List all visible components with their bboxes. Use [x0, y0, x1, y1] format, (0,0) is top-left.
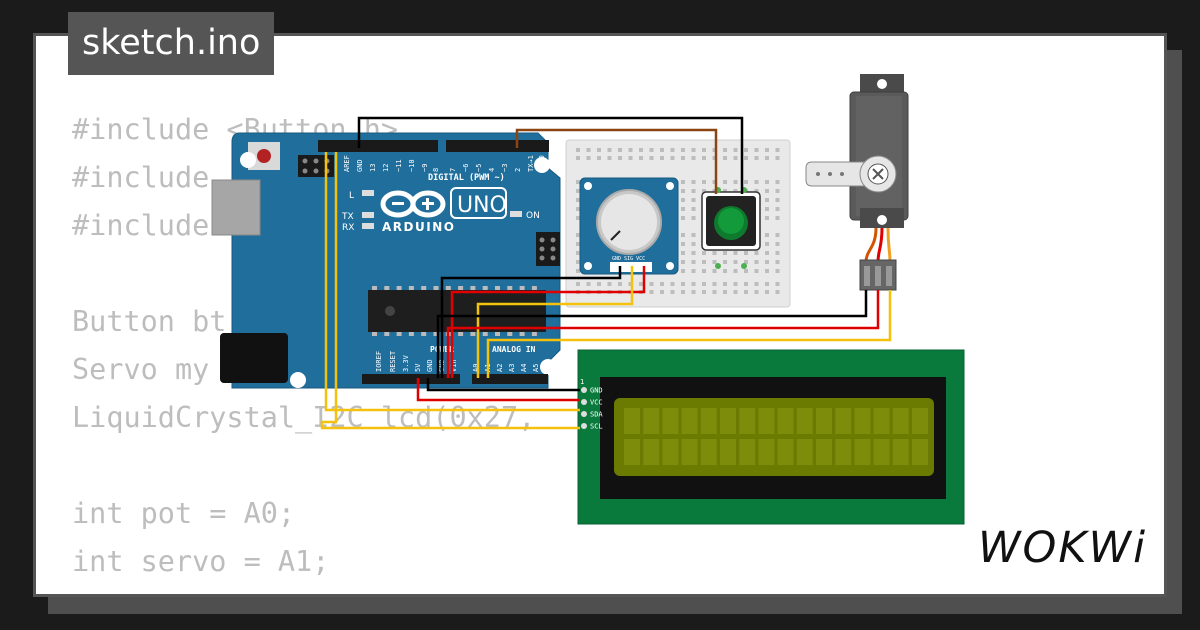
digital-pin-label: ~3: [501, 164, 509, 172]
digital-pin-label: ~5: [475, 164, 483, 172]
analog-pin-label: A4: [520, 364, 528, 372]
code-line: Servo my: [72, 353, 210, 386]
code-line: int servo = A1;: [72, 545, 330, 578]
power-pin-label: Vin: [450, 359, 458, 372]
code-line: #include: [72, 161, 210, 194]
lcd-pin-label: VCC: [590, 399, 603, 407]
code-line: int ...: [72, 586, 535, 594]
led-tx-label: TX: [341, 212, 354, 222]
wire-pot-gnd: [440, 266, 622, 378]
pushbutton[interactable]: [701, 187, 761, 269]
code-line: #include: [72, 209, 210, 242]
wire-servo-signal: [486, 290, 892, 378]
led-rx-label: RX: [342, 223, 354, 233]
lcd-pin-one-marker: 1: [580, 378, 584, 386]
board-model: UNO: [457, 193, 507, 218]
power-pin-label: 5V: [414, 363, 422, 372]
wokwi-logo: WOKWi: [978, 523, 1148, 573]
wire-pot-vcc: [450, 266, 646, 378]
digital-pin-label: ~6: [462, 164, 470, 172]
lcd-i2c-pins: GND VCC SDA SCL: [581, 387, 603, 431]
digital-header-right: [446, 140, 549, 152]
digital-pin-label: GND: [356, 159, 364, 172]
potentiometer-pin-labels: GND SIG VCC: [612, 256, 645, 262]
wire-servo-vcc: [446, 290, 880, 378]
code-line: int pot = A0;: [72, 497, 296, 530]
digital-pin-label: ~11: [395, 159, 403, 172]
analog-header-label: ANALOG IN: [492, 345, 536, 354]
board-brand: ARDUINO: [382, 220, 455, 234]
digital-pin-label: TX→1: [527, 155, 535, 172]
arduino-infinity-icon: [380, 190, 446, 218]
wire-sda: [324, 152, 580, 412]
digital-header-label: DIGITAL (PWM ~): [428, 173, 505, 183]
lcd-pin-label: SDA: [590, 411, 603, 419]
analog-pin-label: A0: [472, 364, 480, 372]
digital-pin-label: 2: [514, 168, 522, 172]
wire-pin2-button: [515, 128, 718, 194]
digital-pin-label: AREF: [343, 155, 351, 172]
digital-pin-label: 13: [369, 164, 377, 172]
analog-header: [472, 374, 548, 384]
wire-pot-signal: [476, 266, 634, 378]
analog-pin-label: A5: [532, 364, 540, 372]
power-pin-label: IOREF: [375, 351, 383, 372]
digital-pin-label: ~9: [421, 164, 429, 172]
digital-pin-label: ~10: [408, 159, 416, 172]
digital-pin-label: 8: [432, 168, 440, 172]
digital-header-left: [318, 140, 438, 152]
power-pin-label: 3.3V: [402, 354, 410, 372]
analog-pin-label: A3: [508, 364, 516, 372]
power-jack: [220, 333, 288, 383]
digital-pin-label: 12: [382, 164, 390, 172]
power-pin-label: RESET: [389, 350, 397, 372]
wire-gnd-button: [357, 116, 744, 194]
led-l-label: L: [349, 191, 354, 201]
wire-lcd-vcc: [416, 378, 580, 402]
file-tab[interactable]: sketch.ino: [68, 12, 275, 75]
wire-servo-gnd: [436, 290, 868, 378]
led-on-label: ON: [526, 211, 540, 221]
servo-shaft-icon: [872, 168, 884, 180]
potentiometer[interactable]: GND SIG VCC: [579, 177, 679, 275]
wire-lcd-gnd: [426, 378, 580, 392]
analog-pin-label: A2: [496, 364, 504, 372]
digital-pin-label: RX←0: [538, 155, 546, 172]
lcd-pin-label: SCL: [590, 423, 603, 431]
lcd-1602-i2c[interactable]: 1 GND VCC SDA SCL: [577, 349, 965, 525]
atmega-chip: [368, 290, 546, 332]
wires: [320, 116, 892, 430]
lcd-pin-label: GND: [590, 387, 603, 395]
wire-scl: [320, 152, 580, 430]
servo-motor[interactable]: [805, 74, 909, 291]
usb-port: [211, 179, 261, 236]
power-header: [362, 374, 460, 384]
digital-pin-label: 7: [449, 168, 457, 172]
code-line: Button bt: [72, 305, 227, 338]
power-pin-label: GND: [426, 359, 434, 372]
digital-pin-label: 4: [488, 168, 496, 172]
potentiometer-knob-indicator: [610, 230, 621, 241]
